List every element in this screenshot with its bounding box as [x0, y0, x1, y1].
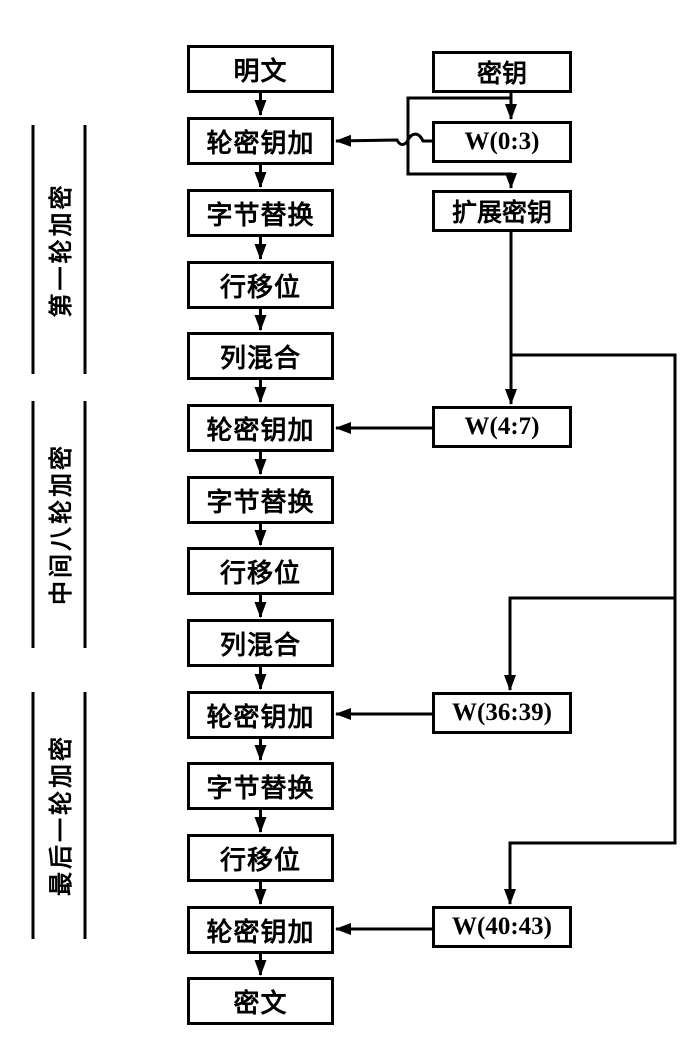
box-mix-columns-1: 列混合: [187, 332, 334, 380]
arrow-key-bypass-to-expandedkey: [406, 96, 517, 189]
box-expanded-key: 扩展密钥: [432, 190, 572, 232]
box-sub-bytes-1: 字节替换: [187, 189, 334, 237]
box-shift-rows-1: 行移位: [187, 261, 334, 309]
box-w0-3: W(0:3): [432, 121, 572, 163]
box-shift-rows-3: 行移位: [187, 834, 334, 882]
box-key: 密钥: [432, 51, 572, 93]
arrow-feed-to-w3639: [504, 596, 675, 691]
box-add-round-key-1: 轮密钥加: [187, 117, 334, 165]
box-w36-39: W(36:39): [432, 692, 572, 734]
box-sub-bytes-2: 字节替换: [187, 476, 334, 524]
box-sub-bytes-3: 字节替换: [187, 762, 334, 810]
section-label-round-1-text: 第一轮加密: [48, 182, 75, 318]
box-add-round-key-2: 轮密钥加: [187, 404, 334, 452]
box-ciphertext: 密文: [187, 977, 334, 1025]
arrow-w03-to-ark1-with-jump: [335, 132, 432, 147]
section-label-middle-rounds-text: 中间八轮加密: [48, 443, 75, 605]
arrow-feed-to-w4043: [504, 353, 677, 905]
box-w40-43: W(40:43): [432, 906, 572, 948]
box-w4-7: W(4:7): [432, 406, 572, 448]
section-label-last-round-text: 最后一轮加密: [48, 734, 75, 896]
box-shift-rows-2: 行移位: [187, 547, 334, 595]
box-add-round-key-3: 轮密钥加: [187, 691, 334, 739]
box-plaintext: 明文: [187, 45, 334, 93]
box-mix-columns-2: 列混合: [187, 619, 334, 667]
box-add-round-key-4: 轮密钥加: [187, 906, 334, 954]
